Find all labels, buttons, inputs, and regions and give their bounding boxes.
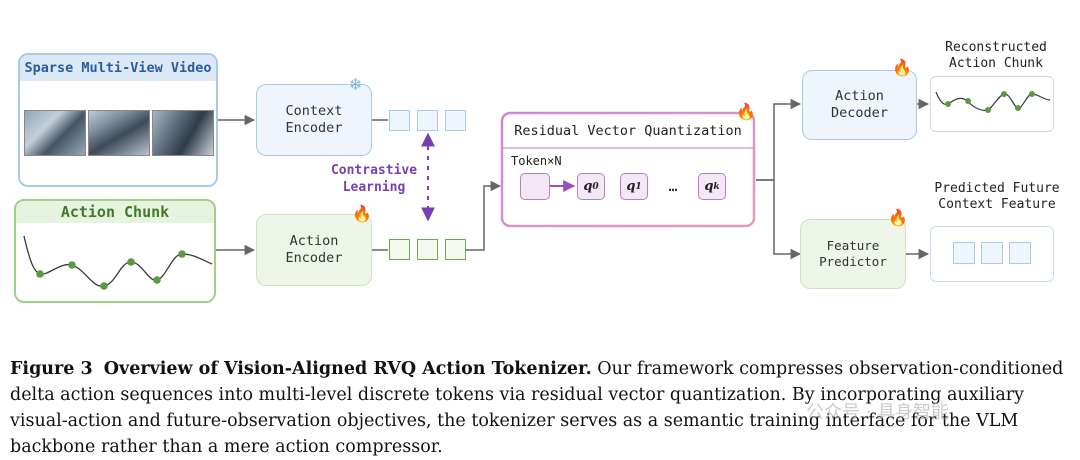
feature-predictor-line1: Feature: [826, 238, 880, 253]
context-encoder-line1: Context: [285, 103, 343, 119]
action-chunk-title: Action Chunk: [16, 201, 214, 223]
video-panel: Sparse Multi-View Video: [18, 53, 218, 187]
context-encoder: Context Encoder: [256, 84, 372, 156]
action-token: [389, 239, 410, 260]
diagram-canvas: [23, 91, 1051, 290]
caption-label: Figure 3: [10, 359, 93, 379]
video-panel-title: Sparse Multi-View Video: [20, 55, 216, 81]
code-q0-sub: 0: [592, 181, 599, 192]
predicted-panel: [930, 226, 1054, 282]
caption-text: Our framework compresses observation-con…: [10, 359, 1064, 457]
action-token: [417, 239, 438, 260]
feature-predictor: Feature Predictor: [800, 219, 906, 289]
rvq-input-token: [520, 173, 550, 200]
recon-point: [1015, 105, 1021, 111]
recon-point: [945, 101, 951, 107]
arrow-tokens-to-rvq: [466, 180, 502, 251]
action-token: [445, 239, 466, 260]
fire-icon: 🔥: [352, 204, 372, 223]
code-qk-sub: k: [713, 181, 720, 192]
recon-point: [1029, 91, 1035, 97]
context-token: [445, 110, 466, 131]
code-qk-main: q: [704, 179, 714, 194]
reconstructed-label: Reconstructed Action Chunk: [924, 40, 1068, 72]
fire-icon: 🔥: [736, 102, 756, 121]
predicted-token: [981, 242, 1003, 264]
context-token: [389, 110, 410, 131]
action-point: [36, 270, 44, 278]
context-token: [417, 110, 438, 131]
predicted-token: [1009, 242, 1031, 264]
recon-point: [985, 107, 991, 113]
recon-point: [965, 98, 971, 104]
camera-view-1: [24, 110, 86, 156]
caption-title: Overview of Vision-Aligned RVQ Action To…: [103, 359, 592, 379]
action-decoder-line2: Decoder: [831, 105, 888, 121]
arrow-rvq-to-decoder: [756, 98, 802, 181]
rvq-box: [500, 111, 756, 228]
action-encoder-line1: Action: [289, 233, 339, 249]
fire-icon: 🔥: [892, 58, 912, 77]
reconstructed-line2: Action Chunk: [949, 56, 1043, 71]
context-encoder-line2: Encoder: [285, 120, 343, 136]
feature-predictor-line2: Predictor: [819, 254, 887, 269]
code-q0-main: q: [583, 179, 593, 194]
contrastive-label: Contrastive Learning: [322, 162, 426, 196]
contrastive-line1: Contrastive: [330, 163, 418, 178]
rvq-ellipsis: …: [668, 177, 678, 195]
contrastive-line2: Learning: [342, 180, 406, 195]
code-q1-sub: 1: [635, 181, 642, 192]
watermark: 公众号 · 具身智能: [806, 402, 950, 423]
predicted-line2: Context Feature: [938, 197, 1056, 212]
figure-caption: Figure 3 Overview of Vision-Aligned RVQ …: [10, 356, 1072, 460]
predicted-token: [953, 242, 975, 264]
snowflake-icon: ❄: [350, 74, 361, 95]
camera-view-2: [88, 110, 150, 156]
reconstructed-line1: Reconstructed: [945, 40, 1047, 55]
action-point: [127, 258, 135, 266]
code-q1-main: q: [626, 179, 636, 194]
fire-icon: 🔥: [888, 208, 908, 227]
camera-view-3: [152, 110, 214, 156]
arrow-rvq-to-predictor: [756, 179, 802, 260]
rvq-title: Residual Vector Quantization: [514, 123, 742, 139]
action-encoder-line2: Encoder: [285, 250, 343, 266]
action-point: [100, 282, 108, 290]
action-point: [68, 261, 76, 269]
action-decoder: Action Decoder: [802, 70, 917, 140]
rvq-token-label: Token×N: [511, 154, 562, 168]
action-point: [178, 250, 186, 258]
action-point: [153, 276, 161, 284]
recon-point: [1001, 91, 1007, 97]
reconstructed-panel: [930, 76, 1054, 132]
action-decoder-line1: Action: [835, 88, 884, 104]
action-encoder: Action Encoder: [256, 214, 372, 286]
action-chunk-panel: Action Chunk: [14, 199, 216, 303]
predicted-line1: Predicted Future: [934, 181, 1060, 196]
predicted-label: Predicted Future Context Feature: [914, 181, 1080, 213]
